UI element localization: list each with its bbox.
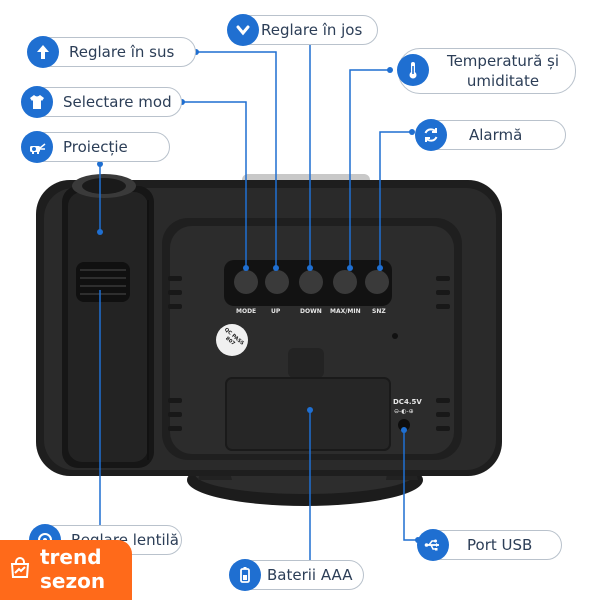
callout-label: Reglare în sus: [69, 43, 175, 61]
callout-projection: Proiecție: [21, 131, 170, 163]
shirt-icon: [21, 86, 53, 118]
button-label-up: UP: [271, 308, 281, 315]
device-buttons: [234, 270, 389, 294]
shopping-bag-trend-icon: [10, 557, 30, 578]
qc-sticker: [216, 324, 248, 356]
focus-wheel: [76, 262, 130, 302]
callout-label: Temperatură și umiditate: [446, 52, 560, 90]
callout-label: Proiecție: [63, 138, 128, 156]
callout-adjust-up: Reglare în sus: [27, 36, 196, 68]
usb-icon: [417, 529, 449, 561]
trend-sezon-badge: trend sezon: [0, 540, 132, 600]
battery-icon: [229, 559, 261, 591]
callout-label: Selectare mod: [63, 93, 172, 111]
battery-clip: [288, 348, 324, 378]
connector-lines: [99, 44, 418, 560]
callout-temperature-humidity: Temperatură și umiditate: [397, 48, 576, 94]
alarm-refresh-icon: [415, 119, 447, 151]
chevron-down-icon: [227, 14, 259, 46]
button-label-mode: MODE: [236, 308, 257, 315]
snz-button: [365, 270, 389, 294]
thermometer-icon: [397, 54, 429, 86]
maxmin-button: [333, 270, 357, 294]
badge-line1: trend: [40, 545, 102, 569]
down-button: [299, 270, 323, 294]
button-label-down: DOWN: [300, 308, 322, 315]
callout-label: Alarmă: [469, 126, 523, 144]
mode-button: [234, 270, 258, 294]
callout-label: Baterii AAA: [267, 566, 353, 584]
vents-right: [436, 276, 450, 431]
callout-label: Reglare în jos: [261, 21, 363, 39]
arrow-up-icon: [27, 36, 59, 68]
callout-adjust-down: Reglare în jos: [227, 14, 378, 46]
button-label-maxmin: MAX/MIN: [330, 308, 361, 315]
power-label: DC4.5V: [393, 398, 422, 406]
callout-select-mode: Selectare mod: [21, 86, 182, 118]
vents-left: [168, 276, 182, 431]
callout-alarm: Alarmă: [415, 119, 566, 151]
button-label-snz: SNZ: [372, 308, 386, 315]
button-labels: MODE UP DOWN MAX/MIN SNZ: [224, 308, 392, 320]
projector-icon: [21, 131, 53, 163]
callout-label: Port USB: [467, 536, 533, 554]
dc-jack: [398, 419, 410, 431]
badge-line2: sezon: [40, 569, 106, 593]
up-button: [265, 270, 289, 294]
callout-aaa-batteries: Baterii AAA: [229, 559, 364, 591]
power-polarity-symbol: ⊖-◐-⊕: [394, 408, 414, 415]
battery-door: [225, 377, 391, 451]
callout-usb-port: Port USB: [417, 529, 562, 561]
